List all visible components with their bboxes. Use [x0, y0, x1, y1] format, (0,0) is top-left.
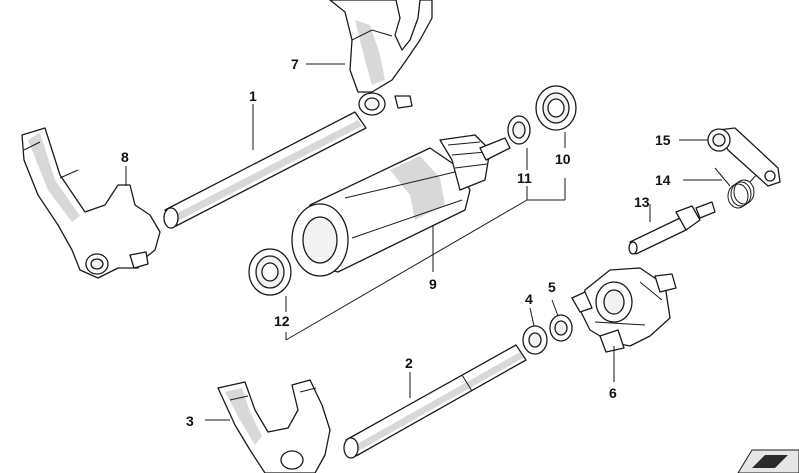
callout-7: 7 — [291, 56, 299, 72]
leader-lines — [125, 63, 722, 421]
callout-2: 2 — [405, 355, 413, 371]
callout-labels: 1 2 3 4 5 6 7 8 9 10 11 12 13 14 15 — [121, 56, 671, 429]
callout-11: 11 — [517, 170, 532, 186]
callout-1: 1 — [249, 88, 257, 104]
callout-6: 6 — [609, 385, 617, 401]
lever-15 — [707, 127, 781, 187]
callout-14: 14 — [655, 172, 671, 188]
shift-rod-2 — [343, 344, 527, 459]
bearing-12 — [248, 248, 292, 296]
callout-10: 10 — [555, 151, 571, 167]
callout-9: 9 — [429, 276, 437, 292]
washer-5 — [549, 314, 573, 342]
shift-rod-1 — [163, 111, 367, 229]
callout-13: 13 — [634, 194, 650, 210]
washer-4 — [522, 325, 548, 355]
callout-4: 4 — [525, 291, 533, 307]
callout-8: 8 — [121, 149, 129, 165]
washer-11 — [507, 115, 531, 145]
shift-fork-7 — [329, 0, 433, 116]
shift-fork-8 — [21, 127, 161, 279]
callout-15: 15 — [655, 132, 671, 148]
shift-fork-3 — [217, 379, 331, 473]
pin-13 — [628, 201, 716, 255]
shift-drum-9 — [291, 134, 511, 277]
callout-5: 5 — [548, 279, 556, 295]
bearing-10 — [535, 85, 577, 131]
callout-12: 12 — [274, 313, 290, 329]
corner-badge — [737, 449, 799, 473]
callout-3: 3 — [186, 413, 194, 429]
selector-housing-6 — [571, 267, 677, 353]
